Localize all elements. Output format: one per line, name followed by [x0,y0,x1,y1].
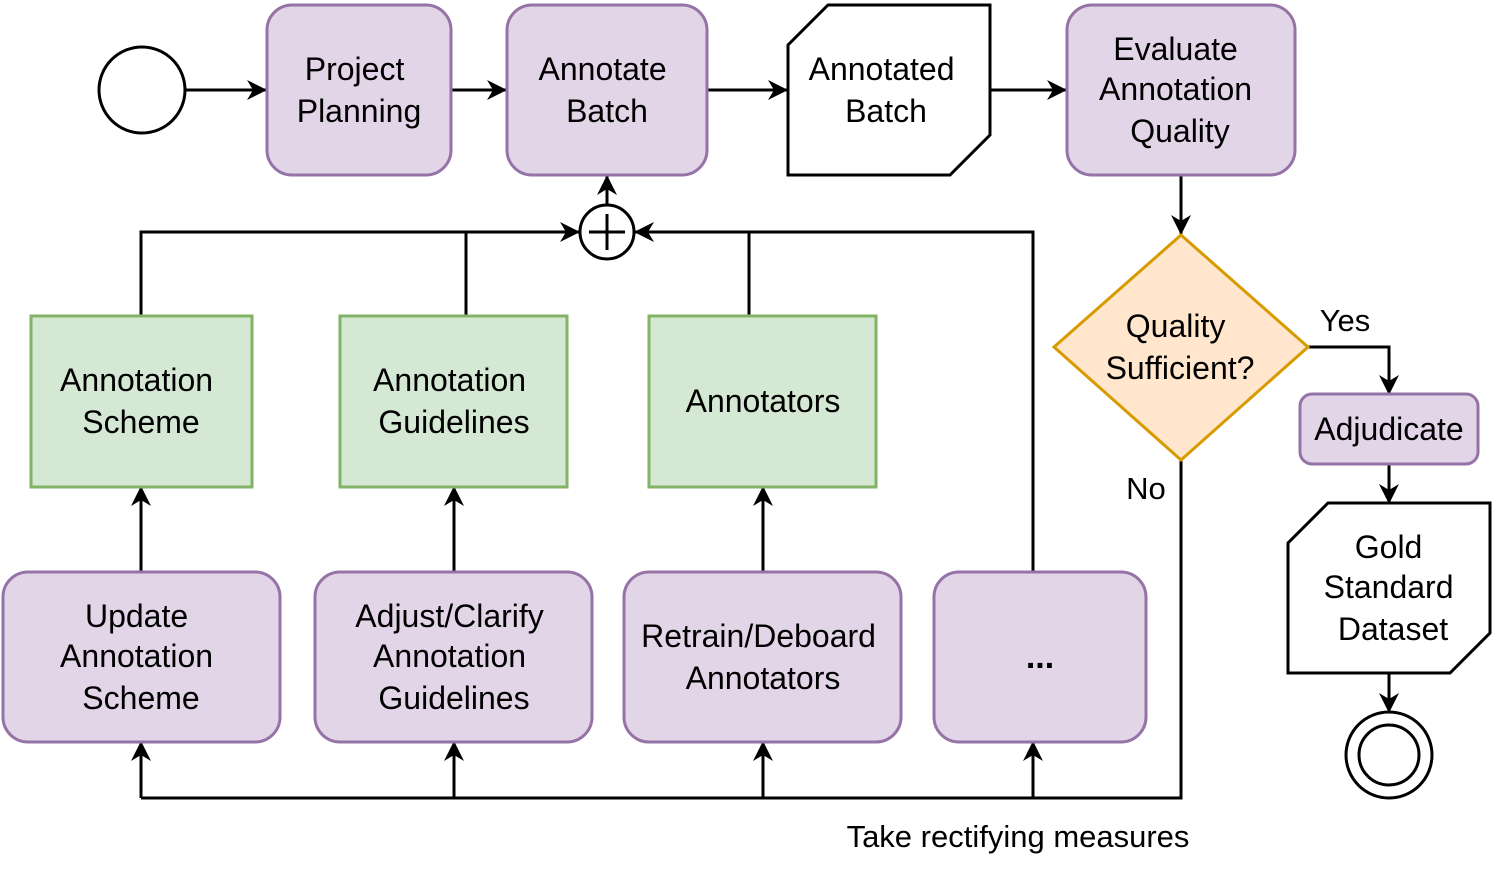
edge-decision-yes-to-adjudicate [1308,345,1399,395]
evaluate-quality-label: Evaluate Annotation Quality [1099,31,1261,149]
evaluate-quality-box[interactable] [1065,3,1297,177]
adjudicate-label: Adjudicate [1314,411,1463,447]
retrain-annotators-label: Retrain/Deboard Annotators [641,618,885,696]
project-planning-box[interactable] [265,3,453,177]
annotators-box[interactable] [647,314,878,489]
annotation-scheme-box[interactable] [29,314,254,489]
other-measures-box[interactable] [932,570,1148,744]
project-planning-label: Project Planning [297,51,422,129]
annotators-label: Annotators [686,383,841,419]
update-scheme-box[interactable] [1,570,282,744]
edge-measures-to-gateway [634,222,1035,572]
start-event-icon [97,45,187,135]
annotation-guidelines-label: Annotation Guidelines [373,362,535,440]
annotate-batch-box[interactable] [505,3,709,177]
no-label: No [1126,471,1166,506]
edge-scheme-to-gateway [139,222,580,316]
gold-dataset-label: Gold Standard Dataset [1324,529,1463,647]
parallel-gateway-plus-icon [578,203,636,261]
adjudicate-box[interactable] [1298,392,1480,466]
end-event-icon [1344,710,1434,800]
quality-decision-diamond[interactable] [1051,233,1311,463]
annotated-batch-label: Annotated Batch [809,51,964,129]
yes-label: Yes [1320,303,1371,338]
take-rectifying-measures-label: Take rectifying measures [847,819,1190,854]
annotation-scheme-label: Annotation Scheme [60,362,222,440]
annotated-batch-data-object[interactable] [786,3,992,177]
edge-decision-no-loop [141,460,1183,800]
annotation-guidelines-box[interactable] [338,314,569,489]
other-measures-label: ... [1026,638,1054,676]
gold-dataset-data-object[interactable] [1286,501,1492,675]
adjust-guidelines-label: Adjust/Clarify Annotation Guidelines [355,598,552,716]
edges [131,80,1399,800]
annotate-batch-label: Annotate Batch [539,51,676,129]
adjust-guidelines-box[interactable] [313,570,594,744]
retrain-annotators-box[interactable] [622,570,903,744]
quality-decision-label: Quality Sufficient? [1106,308,1255,386]
update-scheme-label: Update Annotation Scheme [60,598,222,716]
